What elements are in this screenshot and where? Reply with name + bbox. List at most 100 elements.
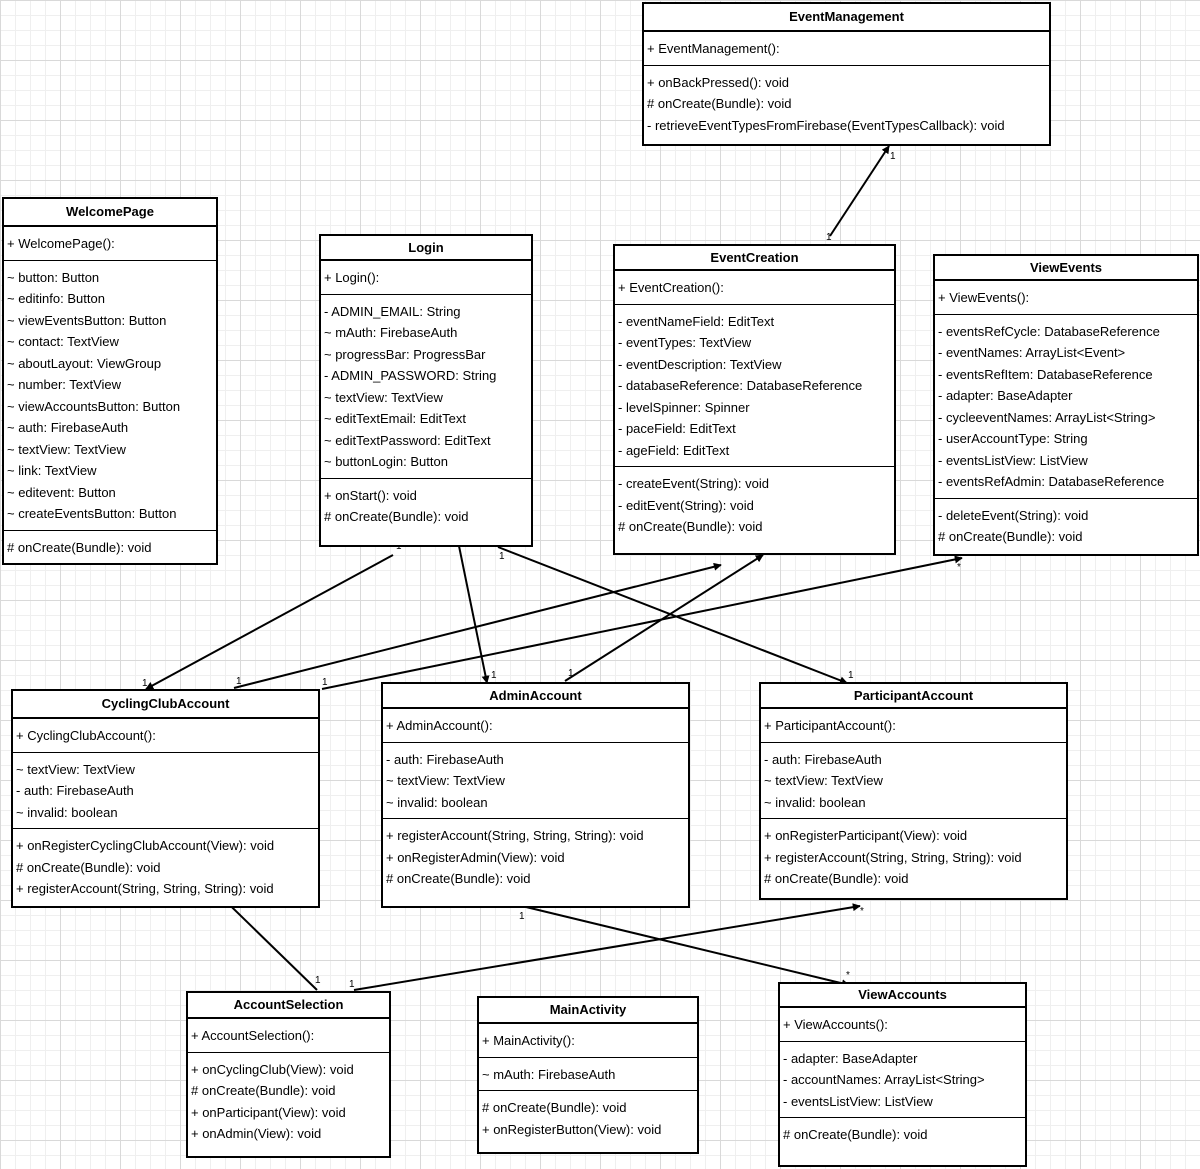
method: # onCreate(Bundle): void: [618, 519, 763, 534]
attribute: - userAccountType: String: [938, 431, 1088, 446]
association-admin-account-to-event-creation: [564, 554, 764, 682]
source-multiplicity: 1: [315, 975, 321, 986]
attribute: ~ createEventsButton: Button: [7, 506, 177, 521]
method: # onCreate(Bundle): void: [938, 529, 1083, 544]
constructor: + WelcomePage():: [7, 236, 115, 251]
attribute: ~ viewEventsButton: Button: [7, 312, 167, 328]
attribute: ~ textView: TextView: [386, 773, 505, 788]
class-event-creation[interactable]: EventCreation+ EventCreation():- eventNa…: [613, 244, 896, 555]
class-cycling-club-account[interactable]: CyclingClubAccount+ CyclingClubAccount()…: [11, 689, 320, 908]
constructors-section: + AdminAccount():: [383, 709, 688, 743]
class-admin-account[interactable]: AdminAccount+ AdminAccount():- auth: Fir…: [381, 682, 690, 908]
method: # onCreate(Bundle): void: [764, 871, 909, 886]
association-admin-account-to-view-accounts: [525, 906, 850, 988]
attribute: ~ number: TextView: [7, 377, 122, 392]
method: # onCreate(Bundle): void: [386, 871, 531, 886]
source-multiplicity: 1: [826, 232, 832, 243]
target-multiplicity: *: [846, 970, 850, 981]
attribute: - cycleeventNames: ArrayList<String>: [938, 409, 1156, 425]
class-name: CyclingClubAccount: [13, 691, 318, 719]
attribute: - eventDescription: TextView: [618, 356, 782, 372]
constructor: + Login():: [324, 270, 380, 285]
constructor: + ViewAccounts():: [783, 1017, 888, 1032]
attribute: - auth: FirebaseAuth: [764, 751, 882, 767]
method: # onCreate(Bundle): void: [482, 1100, 627, 1115]
source-multiplicity: 1: [499, 551, 505, 562]
attribute: ~ editinfo: Button: [7, 291, 105, 306]
methods-section: - createEvent(String): void- editEvent(S…: [615, 467, 894, 543]
method: + onBackPressed(): void: [647, 74, 789, 90]
target-multiplicity: *: [860, 906, 864, 917]
attribute: - eventsListView: ListView: [938, 452, 1088, 468]
attribute: - adapter: BaseAdapter: [783, 1050, 918, 1066]
source-multiplicity: 1: [236, 676, 242, 687]
association-login-to-participant-account: [497, 546, 848, 685]
constructor: + ViewEvents():: [938, 290, 1030, 305]
class-login[interactable]: Login+ Login():- ADMIN_EMAIL: String~ mA…: [319, 234, 533, 547]
method: + onCyclingClub(View): void: [191, 1061, 354, 1077]
method: # onCreate(Bundle): void: [7, 539, 152, 555]
class-event-management[interactable]: EventManagement + EventManagement(): + onB…: [642, 2, 1051, 146]
class-welcome-page[interactable]: WelcomePage+ WelcomePage():~ button: But…: [2, 197, 218, 565]
attribute: ~ button: Button: [7, 269, 100, 285]
association-account-selection-to-participant-account: [353, 903, 861, 991]
attributes-section: - eventNameField: EditText - eventTypes: …: [615, 305, 894, 467]
constructor: + MainActivity():: [482, 1033, 575, 1048]
class-view-accounts[interactable]: ViewAccounts+ ViewAccounts():- adapter: …: [778, 982, 1027, 1167]
attribute: ~ link: TextView: [7, 463, 97, 478]
methods-section: # onCreate(Bundle): void: [4, 531, 216, 564]
attribute: ~ auth: FirebaseAuth: [7, 420, 129, 435]
constructors-section: + WelcomePage():: [4, 227, 216, 261]
attribute: - eventNames: ArrayList<Event>: [938, 345, 1126, 360]
class-account-selection[interactable]: AccountSelection + AccountSelection(): + o…: [186, 991, 391, 1158]
class-name: AccountSelection: [188, 993, 389, 1019]
source-multiplicity: 1: [322, 677, 328, 688]
methods-section: + registerAccount(String, String, String…: [383, 819, 688, 895]
attribute: - databaseReference: DatabaseReference: [618, 378, 863, 393]
target-multiplicity: 1: [491, 670, 497, 681]
method: + registerAccount(String, String, String…: [764, 849, 1022, 865]
class-view-events[interactable]: ViewEvents+ ViewEvents():- eventsRefCycl…: [933, 254, 1199, 556]
constructor: + ParticipantAccount():: [764, 718, 896, 733]
attribute: ~ contact: TextView: [7, 334, 119, 349]
class-name: Login: [321, 236, 531, 261]
target-multiplicity: 1: [848, 670, 854, 681]
method: # onCreate(Bundle): void: [783, 1127, 928, 1142]
attribute: ~ textView: TextView: [764, 773, 883, 788]
attributes-section: - auth: FirebaseAuth ~ textView: TextView…: [761, 743, 1066, 819]
constructors-section: + CyclingClubAccount():: [13, 719, 318, 753]
association-login-to-admin-account: [458, 545, 490, 684]
attribute: - eventTypes: TextView: [618, 335, 752, 350]
class-name: MainActivity: [479, 998, 697, 1024]
methods-section: - deleteEvent(String): void # onCreate(Bu…: [935, 499, 1197, 553]
method: # onCreate(Bundle): void: [16, 859, 161, 875]
class-name: EventManagement: [644, 4, 1049, 32]
methods-section: + onRegisterParticipant(View): void + reg…: [761, 819, 1066, 895]
method: + registerAccount(String, String, String…: [386, 828, 644, 843]
methods-section: + onRegisterCyclingClubAccount(View): vo…: [13, 829, 318, 905]
method: + registerAccount(String, String, String…: [16, 881, 274, 896]
class-participant-account[interactable]: ParticipantAccount+ ParticipantAccount()…: [759, 682, 1068, 900]
constructor: + AccountSelection():: [191, 1028, 315, 1043]
attributes-section: ~ mAuth: FirebaseAuth: [479, 1058, 697, 1091]
class-main-activity[interactable]: MainActivity + MainActivity(): ~ mAuth: Fi…: [477, 996, 699, 1154]
attribute: - ageField: EditText: [618, 442, 730, 458]
method: # onCreate(Bundle): void: [191, 1083, 336, 1098]
association-event-creation-to-event-management: [829, 145, 890, 237]
method: + onRegisterParticipant(View): void: [764, 828, 968, 843]
constructors-section: + AccountSelection():: [188, 1019, 389, 1053]
attribute: - eventsRefCycle: DatabaseReference: [938, 323, 1160, 339]
method: # onCreate(Bundle): void: [324, 509, 469, 524]
attribute: ~ editTextEmail: EditText: [324, 411, 466, 426]
attributes-section: - auth: FirebaseAuth~ textView: TextView…: [383, 743, 688, 819]
attribute: - eventsListView: ListView: [783, 1093, 933, 1109]
attributes-section: ~ button: Button ~ editinfo: Button ~ view…: [4, 261, 216, 531]
methods-section: + onBackPressed(): void# onCreate(Bundle…: [644, 66, 1049, 142]
methods-section: + onStart(): void # onCreate(Bundle): voi…: [321, 479, 531, 533]
method: + onStart(): void: [324, 487, 417, 503]
constructor: + EventManagement():: [647, 41, 780, 56]
methods-section: # onCreate(Bundle): void+ onRegisterButt…: [479, 1091, 697, 1145]
methods-section: # onCreate(Bundle): void: [780, 1118, 1025, 1151]
attribute: - eventNameField: EditText: [618, 313, 775, 329]
method: - deleteEvent(String): void: [938, 507, 1089, 523]
